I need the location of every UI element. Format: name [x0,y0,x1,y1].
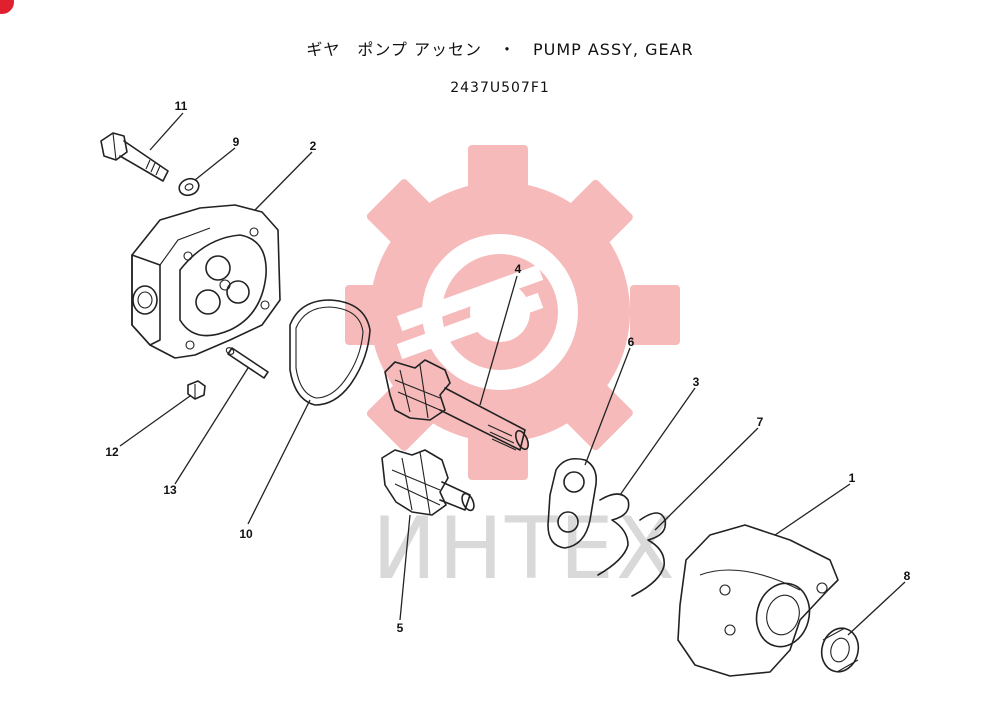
diagram-title: ギヤ ポンプ アッセン ・ PUMP ASSY, GEAR [306,40,694,59]
callout-7: 7 [757,415,764,429]
part-wear-plate [547,457,598,549]
callout-labels: 11 9 2 4 6 3 7 1 8 12 13 10 5 [105,99,910,635]
part-bolt [100,132,169,182]
callout-10: 10 [239,527,253,541]
part-drive-gear [384,359,529,451]
part-dowel-pin [225,347,269,379]
callout-11: 11 [175,99,188,113]
part-oil-seal [820,627,860,673]
part-o-ring [289,299,371,406]
callout-1: 1 [849,471,856,485]
part-pump-body [677,524,839,677]
part-plug [187,380,206,400]
watermark-gear-icon [345,145,680,480]
callout-3: 3 [693,375,700,389]
callout-2: 2 [310,139,317,153]
callout-6: 6 [628,335,635,349]
part-spring-clip-a [597,493,630,576]
callout-9: 9 [233,135,240,149]
callout-13: 13 [163,483,177,497]
watermark-text: ИНТЕХ [372,499,677,599]
leader-lines [119,112,906,636]
part-spring-clip-b [631,512,667,597]
part-driven-gear [381,449,475,516]
callout-5: 5 [397,621,404,635]
part-cover-housing [131,204,281,359]
part-washer [178,177,200,197]
callout-4: 4 [515,262,522,276]
callout-12: 12 [105,445,119,459]
callout-8: 8 [904,569,911,583]
part-code: 2437U507F1 [450,80,550,96]
